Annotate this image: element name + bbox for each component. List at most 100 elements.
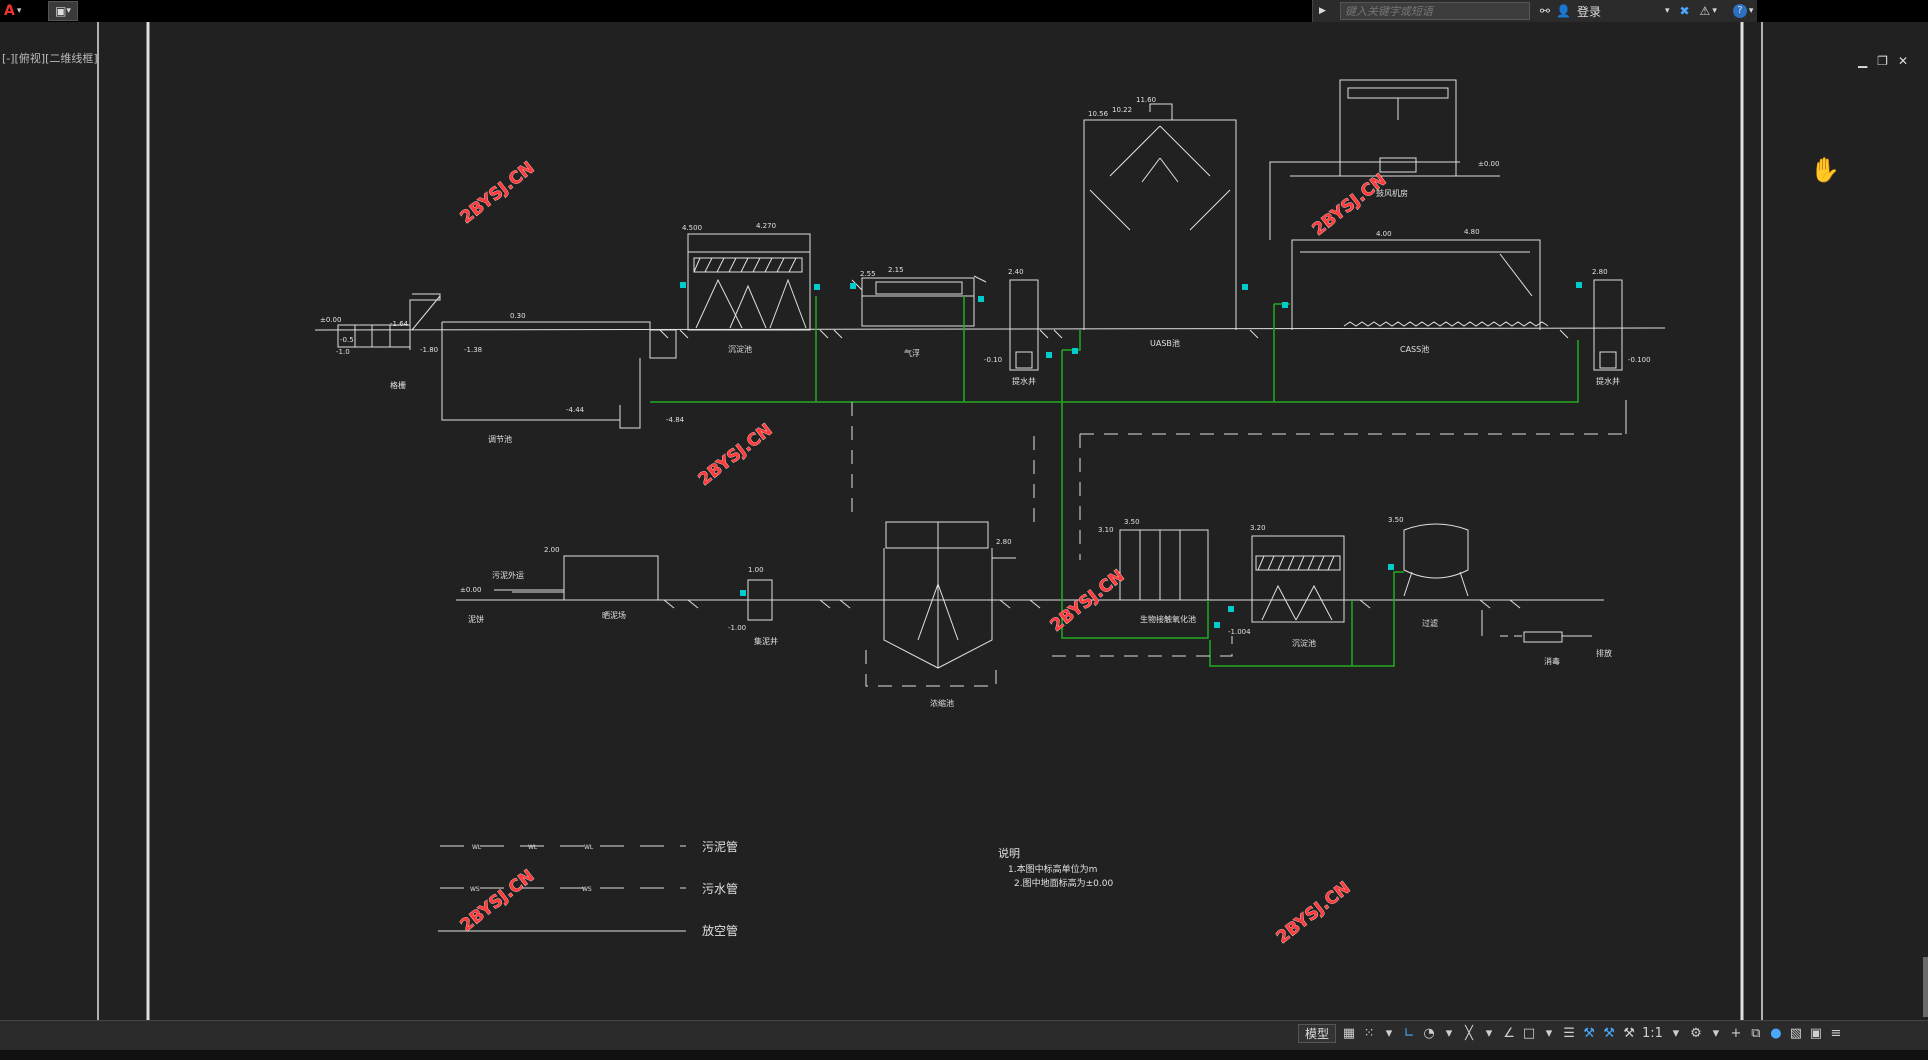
legend-code: WS: [582, 886, 592, 893]
elevation-label: 2.80: [1592, 268, 1608, 276]
chevron-down-icon: ▾: [66, 6, 71, 16]
elevation-label: 4.00: [1376, 230, 1392, 238]
polar-tracking-icon[interactable]: ◔: [1423, 1026, 1435, 1041]
cad-drawing: 格栅 调节池 沉淀池 气浮 提水井 UASB池 鼓风机房 CASS池 提水井 污…: [97, 22, 1763, 1020]
drawing-canvas[interactable]: 格栅 调节池 沉淀池 气浮 提水井 UASB池 鼓风机房 CASS池 提水井 污…: [0, 22, 1928, 1020]
label-sludge-well: 集泥井: [754, 636, 778, 646]
application-menu-button[interactable]: A ▾: [4, 1, 21, 21]
elevation-label: 10.22: [1112, 106, 1132, 114]
elevation-label: 2.40: [1008, 268, 1024, 276]
label-grid: 格栅: [390, 380, 406, 390]
chevron-down-icon[interactable]: ▾: [1445, 1026, 1453, 1041]
watermark-text: 2BYSJ.CN: [695, 420, 777, 490]
elevation-label: 3.20: [1250, 524, 1266, 532]
chevron-down-icon[interactable]: ▾: [1712, 6, 1717, 16]
elevation-label: ±0.00: [1478, 160, 1499, 168]
elevation-label: -1.64: [390, 320, 409, 328]
object-snap-tracking-icon[interactable]: ∠: [1503, 1026, 1515, 1041]
auto-scale-icon[interactable]: ⚒: [1603, 1026, 1615, 1041]
elevation-label: 2.80: [996, 538, 1012, 546]
label-cass: CASS池: [1400, 344, 1429, 354]
watermark-text: 2BYSJ.CN: [457, 158, 539, 228]
chevron-down-icon[interactable]: ▾: [1712, 1026, 1720, 1041]
object-snap-icon[interactable]: □: [1522, 1026, 1536, 1041]
help-icon[interactable]: ?: [1732, 4, 1747, 18]
elevation-label: ±0.00: [320, 316, 341, 324]
watermark-text: 2BYSJ.CN: [457, 866, 539, 936]
chevron-down-icon[interactable]: ▾: [1664, 6, 1670, 16]
elevation-label: 10.56: [1088, 110, 1109, 118]
elevation-label: -1.38: [464, 346, 482, 354]
label-sludge-out: 污泥外运: [492, 570, 524, 580]
watermark-text: 2BYSJ.CN: [1047, 566, 1129, 636]
isolate-objects-icon[interactable]: ●: [1770, 1026, 1782, 1041]
model-space-button[interactable]: 模型: [1298, 1024, 1337, 1043]
elevation-label: -0.10: [984, 356, 1002, 364]
elevation-label: 2.15: [888, 266, 904, 274]
label-sludge-yard: 晒泥场: [602, 611, 626, 620]
label-sed-tank-1: 沉淀池: [728, 344, 752, 354]
scale-value[interactable]: 1:1: [1642, 1026, 1663, 1041]
chevron-down-icon[interactable]: ▾: [1748, 6, 1754, 16]
label-discharge: 排放: [1596, 648, 1612, 658]
clean-screen-icon[interactable]: ▣: [1809, 1026, 1823, 1041]
restore-icon[interactable]: ❐: [1877, 54, 1888, 68]
user-icon: 👤: [1555, 4, 1571, 18]
notes-item-1: 1.本图中标高单位为m: [1008, 863, 1097, 875]
elevation-label: -0.5: [340, 336, 354, 344]
search-input[interactable]: [1339, 2, 1530, 20]
elevation-label: -4.44: [566, 406, 585, 414]
legend-code: WL: [472, 844, 482, 851]
annotation-scale-icon[interactable]: ⚒: [1623, 1026, 1635, 1041]
elevation-label: -0.100: [1628, 356, 1651, 364]
pan-hand-cursor-icon: ✋: [1810, 156, 1840, 184]
viewport-controls[interactable]: [-][俯视][二维线框]: [2, 52, 98, 65]
exchange-icon[interactable]: ✖: [1679, 4, 1690, 18]
label-concentration-tank: 浓缩池: [930, 698, 954, 708]
grid-icon[interactable]: ▦: [1342, 1026, 1356, 1041]
label-disinfect: 消毒: [1544, 656, 1560, 666]
quick-access-toolbar-button[interactable]: ▣ ▾: [48, 1, 78, 21]
customization-menu-icon[interactable]: ≡: [1830, 1026, 1842, 1041]
hardware-acceleration-icon[interactable]: ▧: [1789, 1026, 1803, 1041]
isometric-icon[interactable]: ╳: [1465, 1026, 1473, 1041]
close-icon[interactable]: ✕: [1897, 54, 1908, 68]
elevation-label: 0.30: [510, 312, 526, 320]
minimize-icon[interactable]: ▁: [1857, 54, 1868, 68]
bottom-strip: [0, 1050, 1928, 1060]
legend-code: WS: [470, 886, 480, 893]
status-bar-tools: 模型 ▦ ⁙ ▾ ∟ ◔ ▾ ╳ ▾ ∠ □ ▾ ☰ ⚒ ⚒ ⚒ 1:1 ▾ ⚙…: [1298, 1024, 1843, 1043]
label-regulating-tank: 调节池: [488, 434, 512, 444]
autodesk-a360-icon[interactable]: ⚠: [1699, 4, 1711, 18]
legend-code: WL: [584, 844, 594, 851]
chevron-down-icon[interactable]: ▾: [1672, 1026, 1680, 1041]
login-button[interactable]: 登录: [1576, 4, 1601, 19]
gear-icon[interactable]: ⚙: [1690, 1026, 1702, 1041]
label-mud-cake: 泥饼: [468, 614, 484, 624]
binoculars-icon[interactable]: ⚯: [1539, 4, 1550, 18]
elevation-label: 1.00: [748, 566, 764, 574]
plus-icon[interactable]: +: [1730, 1026, 1742, 1041]
legend-drain-pipe: 放空管: [702, 923, 738, 938]
ortho-icon[interactable]: ∟: [1403, 1026, 1415, 1041]
infocenter-bar: ▶ ⚯ 👤 登录 ▾ ✖ ⚠ ▾ ? ▾: [1312, 0, 1757, 22]
workspace-icon: ▣: [55, 4, 67, 18]
chevron-down-icon[interactable]: ▾: [1485, 1026, 1493, 1041]
chevron-down-icon[interactable]: ▾: [1385, 1026, 1393, 1041]
expand-arrow-icon[interactable]: ▶: [1319, 6, 1326, 16]
label-uasb: UASB池: [1150, 338, 1180, 348]
lineweight-icon[interactable]: ☰: [1563, 1026, 1575, 1041]
legend-code: WL: [528, 844, 538, 851]
elevation-label: -1.004: [1228, 628, 1251, 636]
chevron-down-icon: ▾: [16, 6, 22, 16]
label-lift-well-1: 提水井: [1012, 376, 1036, 386]
snap-icon[interactable]: ⁙: [1363, 1026, 1375, 1041]
chevron-down-icon[interactable]: ▾: [1545, 1026, 1553, 1041]
annotation-visibility-icon[interactable]: ⚒: [1583, 1026, 1595, 1041]
elevation-label: 2.00: [544, 546, 560, 554]
vertical-scrollbar[interactable]: [1923, 957, 1928, 1017]
label-air-float: 气浮: [904, 348, 920, 358]
legend-sludge-pipe: 污泥管: [702, 839, 738, 854]
units-icon[interactable]: ⧉: [1751, 1026, 1761, 1041]
elevation-label: 3.50: [1124, 518, 1140, 526]
